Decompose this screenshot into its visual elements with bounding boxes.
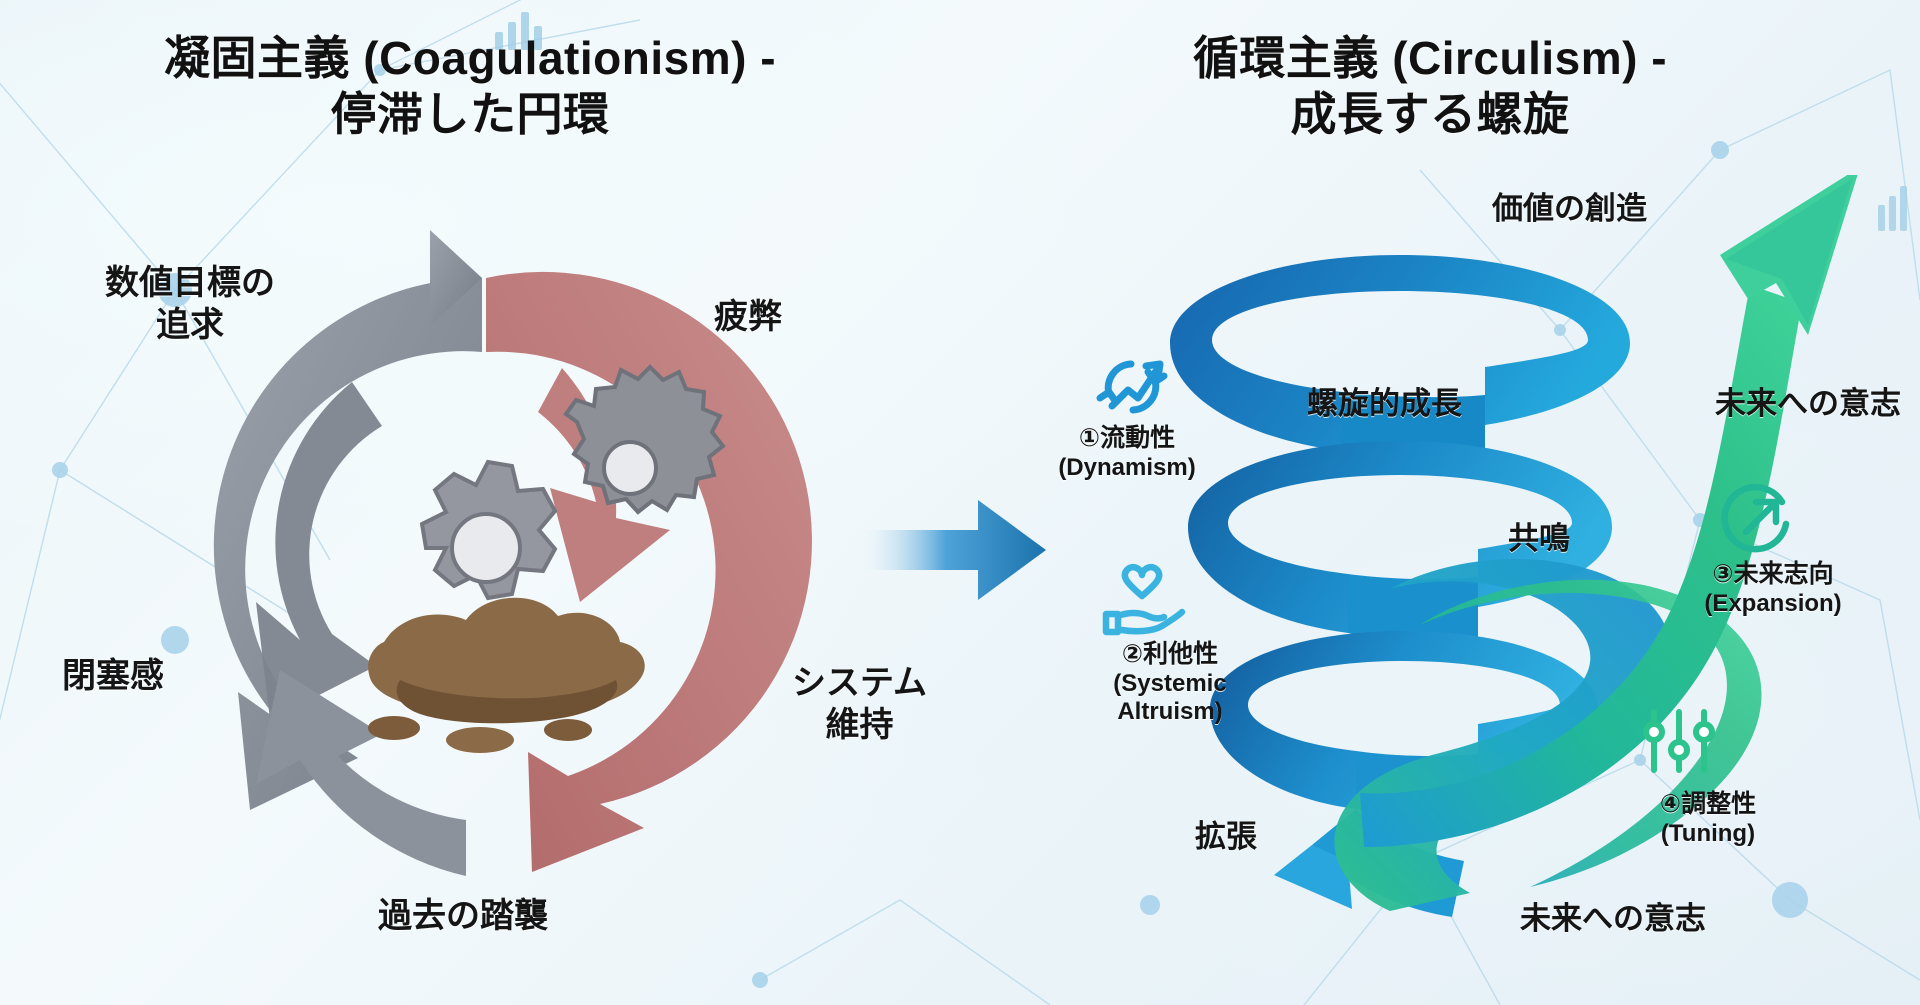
principle-1-jp: ①流動性: [1078, 424, 1176, 452]
principle-4-jp: ④調整性: [1659, 790, 1757, 818]
principle-4-en: (Tuning): [1660, 819, 1756, 847]
label-will-to-future-top: 未来への意志: [1715, 386, 1901, 421]
sliders-icon: [1643, 709, 1715, 773]
cycle-arc-gray-bottom: [256, 670, 466, 876]
principle-2-jp: ②利他性: [1121, 640, 1219, 668]
principle-2-en: (Systemic Altruism): [1113, 669, 1227, 725]
stagnant-cycle-diagram: [213, 230, 812, 876]
label-will-to-future-bottom: 未来への意志: [1520, 901, 1706, 936]
label-expansion: 拡張: [1195, 819, 1257, 854]
cycle-arc-gray: [213, 230, 482, 810]
principle-3: ③未来志向 (Expansion): [1668, 560, 1878, 618]
page-title-left: 凝固主義 (Coagulationism) - 停滞した円環: [60, 30, 880, 142]
label-resonance: 共鳴: [1508, 521, 1570, 556]
principle-1-en: (Dynamism): [1058, 453, 1196, 481]
title-right-line1: 循環主義 (Circulism) -: [1192, 32, 1668, 84]
label-system-maintenance: システム 維持: [792, 664, 927, 745]
principle-3-en: (Expansion): [1704, 589, 1842, 617]
right-arrow-icon: [864, 500, 1046, 600]
label-blockage: 閉塞感: [62, 657, 164, 695]
growth-spiral-diagram: [1170, 175, 1858, 917]
mud-icon: [368, 597, 645, 753]
principle-3-jp: ③未来志向: [1712, 560, 1834, 588]
principle-1: ①流動性 (Dynamism): [1012, 424, 1242, 482]
transition-arrow: [864, 500, 1046, 600]
title-left-line1: 凝固主義 (Coagulationism) -: [163, 32, 777, 84]
page-title-right: 循環主義 (Circulism) - 成長する螺旋: [1020, 30, 1840, 142]
gears-stuck-in-mud-icon: [368, 364, 726, 753]
label-numeric-goals: 数値目標の 追求: [105, 264, 275, 345]
principle-4: ④調整性 (Tuning): [1608, 790, 1808, 848]
label-following-the-past: 過去の踏襲: [378, 897, 548, 935]
title-left-line2: 停滞した円環: [330, 88, 610, 141]
label-spiral-growth: 螺旋的成長: [1307, 386, 1462, 421]
principle-2: ②利他性 (Systemic Altruism): [1070, 640, 1270, 726]
title-right-line2: 成長する螺旋: [1290, 88, 1570, 141]
refresh-growth-arrow-icon: [1096, 360, 1168, 414]
hand-heart-icon: [1102, 563, 1186, 636]
label-value-creation: 価値の創造: [1492, 191, 1647, 226]
label-exhaustion: 疲弊: [714, 298, 782, 336]
circle-arrow-up-right-icon: [1721, 483, 1790, 553]
growth-arrow: [1334, 175, 1858, 911]
